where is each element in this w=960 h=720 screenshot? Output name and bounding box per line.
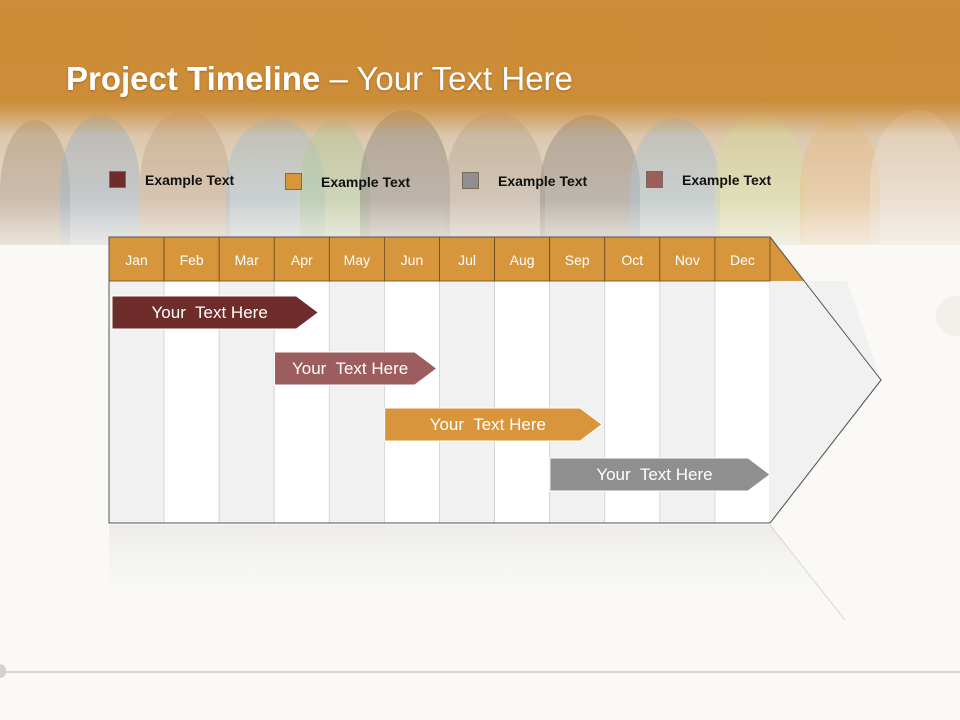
legend-item: Example Text: [462, 172, 587, 189]
legend-swatch: [462, 172, 479, 189]
task-bar: Your Text Here: [111, 295, 320, 330]
page-title: Project Timeline – Your Text Here: [66, 60, 573, 98]
header-banner: [0, 0, 960, 245]
banner-overlay: [0, 0, 960, 245]
task-bar-label: Your Text Here: [152, 303, 268, 322]
task-bar-shape: [549, 457, 771, 492]
month-header-row: Jan Feb Mar Apr May Jun Jul Aug Sep Oct Nov Dec: [108, 236, 771, 282]
month-label: Oct: [621, 252, 643, 268]
timeline-reflection: [108, 524, 846, 621]
title-rest: – Your Text Here: [320, 60, 573, 97]
timeline-arrow-tip: [770, 281, 881, 523]
reflection-edge: [769, 524, 846, 621]
task-bar: Your Text Here: [273, 351, 438, 386]
month-label: Apr: [291, 252, 313, 268]
legend-swatch: [285, 173, 302, 190]
title-bold: Project Timeline: [66, 60, 321, 97]
footer-divider: [0, 671, 960, 673]
legend-item: Example Text: [285, 173, 410, 190]
legend-swatch: [646, 171, 663, 188]
month-header-cell: [384, 236, 440, 282]
month-label: Dec: [730, 252, 755, 268]
task-bar-shape: [384, 407, 603, 442]
task-bar-label: Your Text Here: [430, 415, 546, 434]
month-label: May: [344, 252, 370, 268]
month-header-cell: [604, 236, 661, 282]
legend-label: Example Text: [498, 172, 588, 189]
legend-label: Example Text: [321, 173, 411, 190]
month-column: [328, 280, 385, 524]
legend-label: Example Text: [682, 171, 772, 188]
month-header-cell: [659, 236, 716, 282]
task-bar-label: Your Text Here: [292, 359, 408, 378]
legend-item: Example Text: [109, 171, 234, 188]
legend-label: Example Text: [145, 171, 235, 188]
month-column: [494, 280, 551, 524]
legend-swatch: [109, 171, 126, 188]
month-label: Nov: [675, 252, 700, 268]
reflection-shape: [109, 525, 845, 620]
task-bar-shape: [111, 295, 320, 330]
timeline-arrow-outline: [108, 236, 882, 524]
month-label: Jan: [125, 252, 148, 268]
month-label: Aug: [510, 252, 535, 268]
month-column: [439, 280, 495, 524]
month-label: Jul: [458, 252, 476, 268]
month-header-cell: [273, 236, 330, 282]
month-label: Mar: [235, 252, 259, 268]
month-label: Sep: [565, 252, 590, 268]
task-bar: Your Text Here: [384, 407, 603, 442]
legend-item: Example Text: [646, 171, 771, 188]
month-label: Jun: [401, 252, 424, 268]
footer-tick: [0, 664, 6, 678]
task-bar-shape: [273, 351, 438, 386]
month-label: Feb: [180, 252, 204, 268]
task-bar-label: Your Text Here: [596, 465, 712, 484]
month-column: [384, 280, 440, 524]
month-header-cell: [439, 236, 495, 282]
task-bar: Your Text Here: [549, 457, 771, 492]
